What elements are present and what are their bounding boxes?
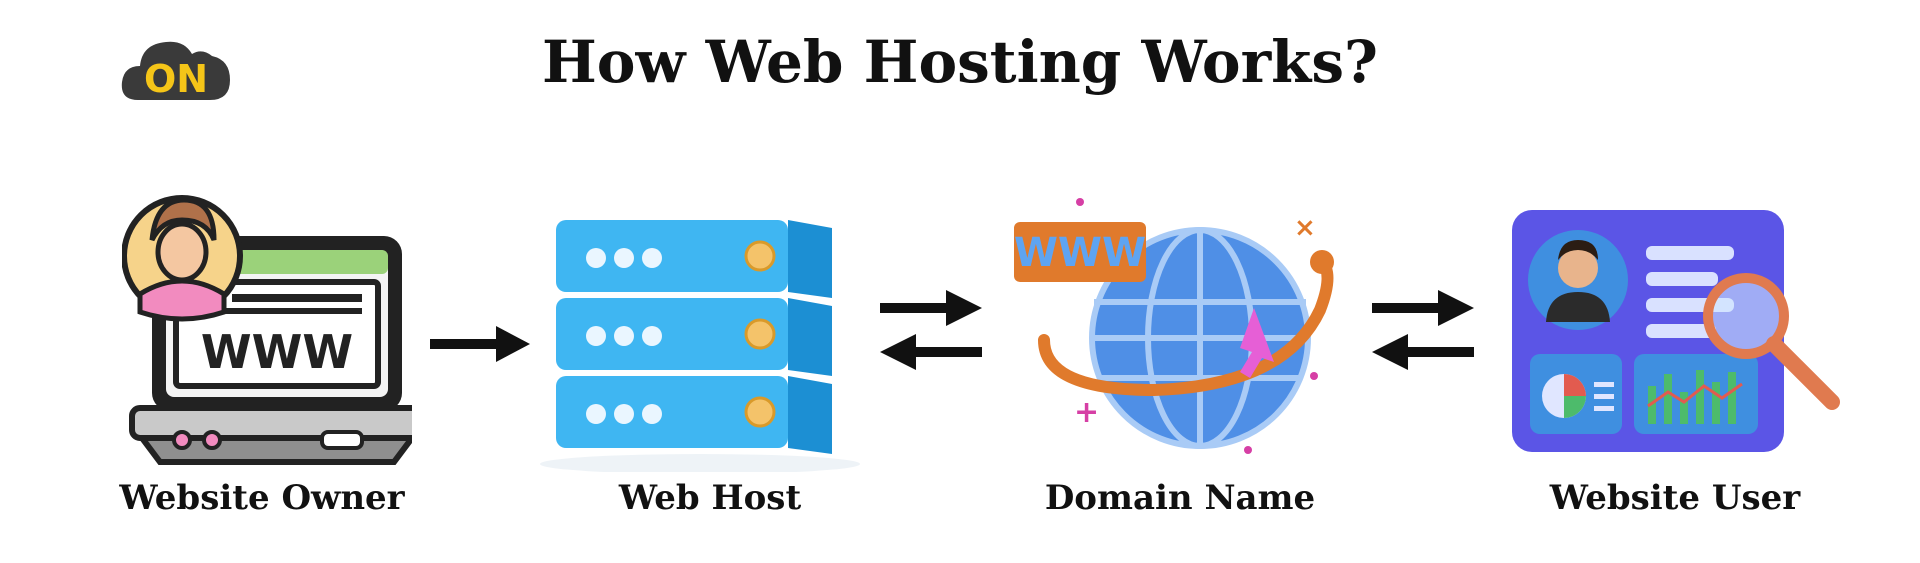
node-website-owner: WWW [122,176,412,466]
label-domain-name: Domain Name [1044,478,1316,518]
logo-text: ON [144,57,208,101]
laptop-screen-text: WWW [201,325,353,379]
bidirectional-arrows-icon [1372,290,1474,370]
svg-text:+: + [1074,395,1099,430]
arrow-right-icon [430,326,530,362]
arrows-domain-user [1372,290,1474,370]
node-website-user [1508,206,1848,456]
server-rack-icon [540,220,860,472]
user-dashboard-icon [1512,210,1840,452]
logo[interactable]: ON [118,30,236,108]
label-website-user: Website User [1549,478,1801,518]
label-web-host: Web Host [618,478,802,518]
node-web-host [520,210,860,472]
node-domain-name: + × WWW [1004,190,1346,460]
page-title: How Web Hosting Works? [541,28,1378,96]
label-website-owner: Website Owner [119,478,405,518]
svg-text:×: × [1294,213,1316,243]
website-owner-laptop-icon: WWW [122,195,412,465]
arrow-owner-to-host [430,326,530,362]
arrows-host-domain [880,290,982,370]
bidirectional-arrows-icon [880,290,982,370]
globe-www-icon: + × WWW [1014,198,1334,454]
www-badge-text: WWW [1014,230,1146,276]
cloud-logo-icon: ON [121,41,230,101]
